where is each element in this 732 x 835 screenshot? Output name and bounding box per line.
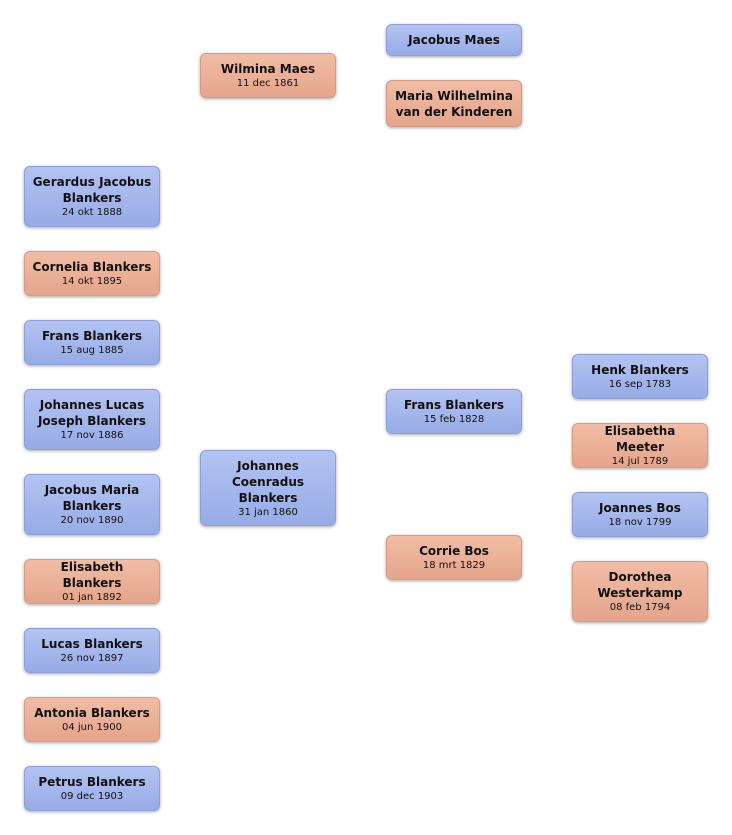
person-date: 14 okt 1895 [61, 276, 123, 287]
person-date: 01 jan 1892 [62, 592, 122, 603]
person-card-henk[interactable]: Henk Blankers 16 sep 1783 [572, 354, 708, 399]
person-name: Wilmina Maes [220, 62, 316, 76]
person-card-lucas[interactable]: Lucas Blankers 26 nov 1897 [24, 628, 160, 673]
person-date: 04 jun 1900 [62, 722, 122, 733]
person-date: 18 mrt 1829 [422, 560, 486, 571]
person-name: Petrus Blankers [38, 775, 146, 789]
person-card-elisabetha-meeter[interactable]: Elisabetha Meeter 14 jul 1789 [572, 423, 708, 468]
person-date: 20 nov 1890 [60, 515, 124, 526]
person-card-johannes-coenradus[interactable]: Johannes Coenradus Blankers 31 jan 1860 [200, 450, 336, 526]
person-name: Cornelia Blankers [32, 260, 152, 274]
person-date: 09 dec 1903 [60, 791, 124, 802]
person-name: Frans Blankers [403, 398, 505, 412]
person-name: Johannes Lucas Joseph Blankers [37, 398, 147, 428]
person-date: 11 dec 1861 [236, 78, 300, 89]
person-card-johannes-lucas[interactable]: Johannes Lucas Joseph Blankers 17 nov 18… [24, 389, 160, 450]
person-card-dorothea[interactable]: Dorothea Westerkamp 08 feb 1794 [572, 561, 708, 622]
person-name: Elisabeth Blankers [60, 560, 124, 590]
person-card-frans-father[interactable]: Frans Blankers 15 feb 1828 [386, 389, 522, 434]
person-date: 08 feb 1794 [609, 602, 671, 613]
person-card-petrus[interactable]: Petrus Blankers 09 dec 1903 [24, 766, 160, 811]
person-date: 15 aug 1885 [60, 345, 124, 356]
person-name: Frans Blankers [41, 329, 143, 343]
person-date: 26 nov 1897 [60, 653, 124, 664]
person-card-maria-wilhelmina[interactable]: Maria Wilhelmina van der Kinderen [386, 80, 522, 127]
person-name: Jacobus Maes [408, 33, 500, 47]
person-name: Lucas Blankers [41, 637, 143, 651]
person-name: Elisabetha Meeter [604, 424, 676, 454]
person-name: Joannes Bos [599, 501, 681, 515]
person-name: Johannes Coenradus Blankers [231, 458, 305, 505]
person-card-corrie-bos[interactable]: Corrie Bos 18 mrt 1829 [386, 535, 522, 580]
person-name: Corrie Bos [419, 544, 489, 558]
person-date: 24 okt 1888 [61, 207, 123, 218]
person-name: Henk Blankers [591, 363, 689, 377]
person-date: 16 sep 1783 [608, 379, 672, 390]
person-card-joannes-bos[interactable]: Joannes Bos 18 nov 1799 [572, 492, 708, 537]
person-card-cornelia[interactable]: Cornelia Blankers 14 okt 1895 [24, 251, 160, 296]
person-card-antonia[interactable]: Antonia Blankers 04 jun 1900 [24, 697, 160, 742]
person-name: Jacobus Maria Blankers [44, 483, 140, 513]
person-card-frans-child[interactable]: Frans Blankers 15 aug 1885 [24, 320, 160, 365]
person-card-jacobus-maria[interactable]: Jacobus Maria Blankers 20 nov 1890 [24, 474, 160, 535]
person-card-wilmina-maes[interactable]: Wilmina Maes 11 dec 1861 [200, 53, 336, 98]
person-name: Gerardus Jacobus Blankers [32, 175, 152, 205]
person-name: Maria Wilhelmina van der Kinderen [395, 88, 513, 119]
person-card-gerardus[interactable]: Gerardus Jacobus Blankers 24 okt 1888 [24, 166, 160, 227]
person-card-elisabeth[interactable]: Elisabeth Blankers 01 jan 1892 [24, 559, 160, 604]
person-date: 17 nov 1886 [60, 430, 124, 441]
person-card-jacobus-maes[interactable]: Jacobus Maes [386, 24, 522, 56]
person-date: 18 nov 1799 [608, 517, 672, 528]
person-date: 14 jul 1789 [611, 456, 669, 467]
person-date: 31 jan 1860 [238, 506, 298, 518]
person-name: Dorothea Westerkamp [597, 570, 683, 600]
person-name: Antonia Blankers [34, 706, 150, 720]
person-date: 15 feb 1828 [423, 414, 485, 425]
